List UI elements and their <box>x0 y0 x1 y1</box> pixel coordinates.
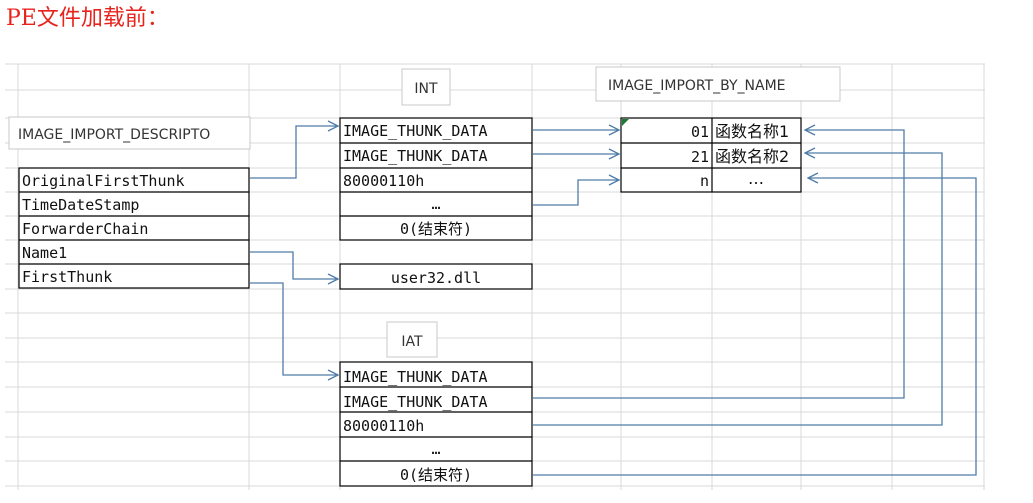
iat-label-text: IAT <box>401 334 423 350</box>
iat-entry: 80000110h <box>343 417 424 435</box>
iat-table: IMAGE_THUNK_DATA IMAGE_THUNK_DATA 800001… <box>339 361 533 487</box>
field-original-first-thunk: OriginalFirstThunk <box>22 172 185 190</box>
by-name-hint: 01 <box>691 123 709 141</box>
field-first-thunk: FirstThunk <box>22 268 112 286</box>
int-entry: IMAGE_THUNK_DATA <box>343 122 488 140</box>
iat-entry: IMAGE_THUNK_DATA <box>343 368 488 386</box>
by-name-table: 01 函数名称1 21 函数名称2 n … <box>620 117 802 193</box>
field-name1: Name1 <box>22 244 67 262</box>
by-name-hint: 21 <box>691 148 709 166</box>
by-name-function: 函数名称1 <box>715 122 789 141</box>
field-forwarder-chain: ForwarderChain <box>22 220 148 238</box>
field-time-date-stamp: TimeDateStamp <box>22 196 139 214</box>
by-name-label: IMAGE_IMPORT_BY_NAME <box>595 66 841 102</box>
iat-entry: … <box>431 440 440 458</box>
int-table: IMAGE_THUNK_DATA IMAGE_THUNK_DATA 800001… <box>339 117 533 241</box>
int-entry: IMAGE_THUNK_DATA <box>343 147 488 165</box>
int-entry: 80000110h <box>343 172 424 190</box>
iat-label: IAT <box>386 321 438 358</box>
arrow-iat-to-func2 <box>533 153 943 426</box>
by-name-function: 函数名称2 <box>715 147 789 166</box>
by-name-label-text: IMAGE_IMPORT_BY_NAME <box>608 78 786 94</box>
by-name-function: … <box>748 169 764 188</box>
pointer-arrows <box>250 126 977 476</box>
int-label-text: INT <box>414 81 438 97</box>
iat-entry-terminator: 0(结束符) <box>400 466 472 484</box>
dll-name: user32.dll <box>391 269 481 287</box>
descriptor-label: IMAGE_IMPORT_DESCRIPTO <box>8 116 251 150</box>
descriptor-table: OriginalFirstThunk TimeDateStamp Forward… <box>18 167 250 289</box>
arrow-iat-to-func1 <box>533 130 905 399</box>
int-label: INT <box>401 68 451 106</box>
dll-name-box: user32.dll <box>339 263 533 290</box>
int-entry-terminator: 0(结束符) <box>400 220 472 238</box>
descriptor-label-text: IMAGE_IMPORT_DESCRIPTO <box>18 127 210 143</box>
arrow-ft-to-iat <box>250 282 338 375</box>
arrow-name-to-dll <box>250 251 338 279</box>
arrow-iat-to-func-n <box>533 178 977 476</box>
arrow-oft-to-int <box>250 126 338 179</box>
by-name-hint: n <box>700 172 709 190</box>
page-title: PE文件加载前： <box>6 6 169 31</box>
arrow-int-to-func-n <box>533 180 619 206</box>
int-entry: … <box>431 195 440 213</box>
cell-note-marker <box>622 119 629 126</box>
iat-entry: IMAGE_THUNK_DATA <box>343 393 488 411</box>
